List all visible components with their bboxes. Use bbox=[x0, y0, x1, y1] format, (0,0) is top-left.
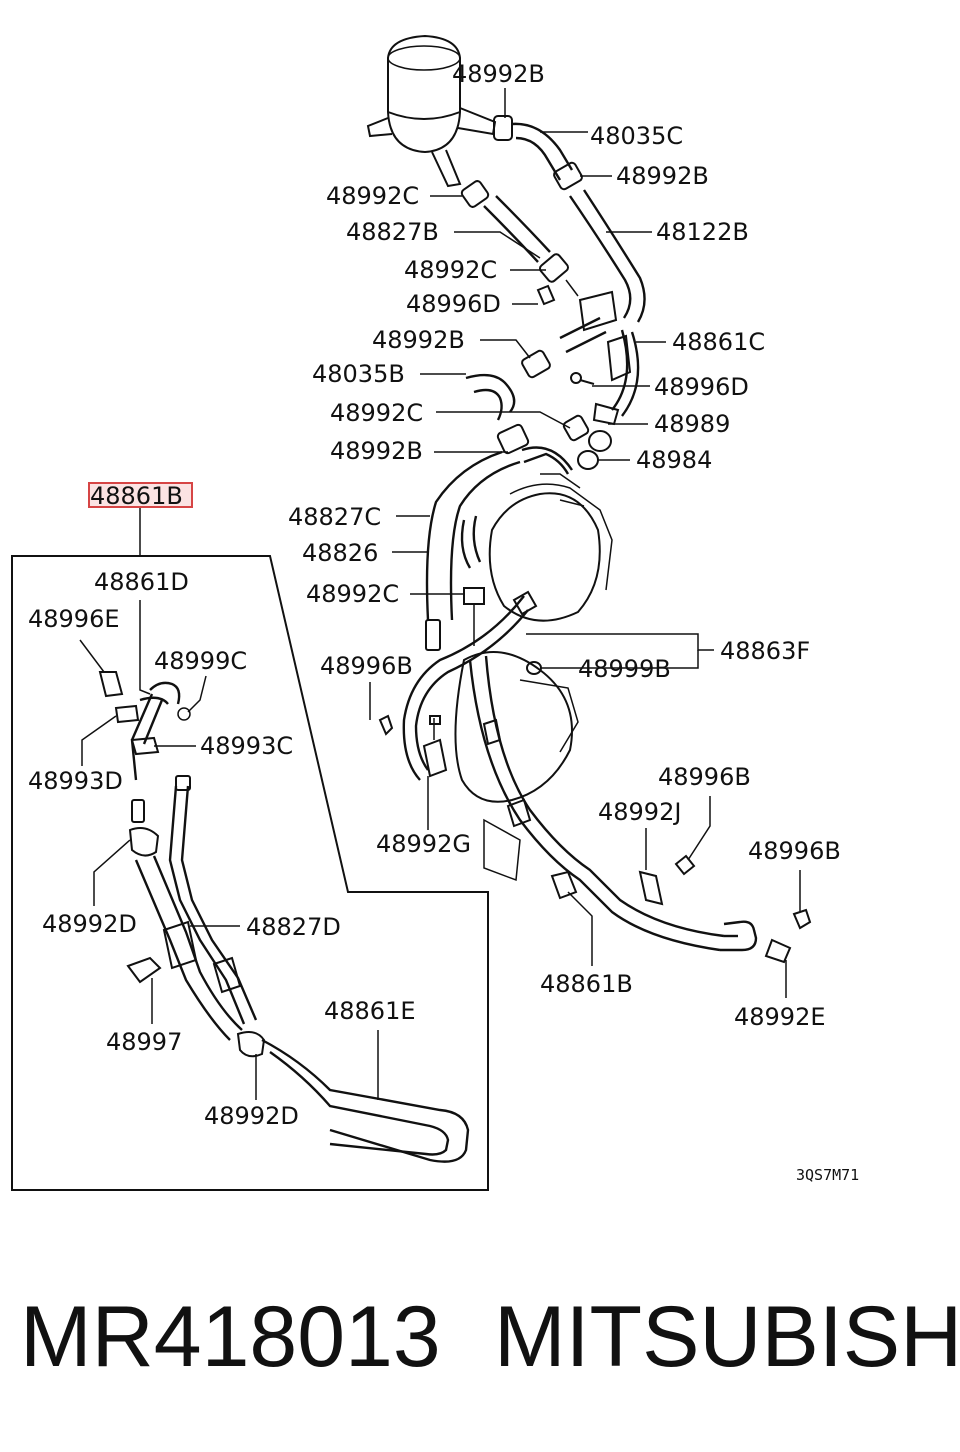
label-48035C: 48035C bbox=[590, 122, 683, 150]
label-48861E: 48861E bbox=[324, 997, 416, 1025]
label-48861C: 48861C bbox=[672, 328, 765, 356]
label-48996D: 48996D bbox=[654, 373, 749, 401]
label-48861D: 48861D bbox=[94, 568, 189, 596]
leader-lines bbox=[79, 88, 801, 1100]
label-48996B: 48996B bbox=[658, 763, 751, 791]
oil-reservoir bbox=[366, 34, 497, 188]
part-labels: 48992B 48035C 48992B 48992C 48827B 48122… bbox=[28, 60, 859, 1184]
label-48861B-selected[interactable]: 48861B bbox=[90, 482, 183, 510]
label-48996E: 48996E bbox=[28, 605, 120, 633]
label-48827B: 48827B bbox=[346, 218, 439, 246]
label-48992E: 48992E bbox=[734, 1003, 826, 1031]
label-48996D: 48996D bbox=[406, 290, 501, 318]
label-48992C: 48992C bbox=[306, 580, 399, 608]
upper-hoses bbox=[460, 115, 646, 470]
label-48997: 48997 bbox=[106, 1028, 182, 1056]
label-48826: 48826 bbox=[302, 539, 378, 567]
label-48992C: 48992C bbox=[330, 399, 423, 427]
label-48035B: 48035B bbox=[312, 360, 405, 388]
detail-box bbox=[11, 508, 489, 1191]
label-48992B: 48992B bbox=[452, 60, 545, 88]
label-48827D: 48827D bbox=[246, 913, 341, 941]
label-48992B: 48992B bbox=[330, 437, 423, 465]
label-48992D: 48992D bbox=[204, 1102, 299, 1130]
selected-part-highlight bbox=[88, 482, 193, 508]
diagram-code: 3QS7M71 bbox=[796, 1166, 859, 1184]
brand-name: MITSUBISHI bbox=[494, 1289, 960, 1385]
label-48861B: 48861B bbox=[540, 970, 633, 998]
label-48993C: 48993C bbox=[200, 732, 293, 760]
label-48999C: 48999C bbox=[154, 647, 247, 675]
label-48992D: 48992D bbox=[42, 910, 137, 938]
label-48827C: 48827C bbox=[288, 503, 381, 531]
label-48863F: 48863F bbox=[720, 637, 810, 665]
label-48984: 48984 bbox=[636, 446, 712, 474]
footer: MR418013 MITSUBISHI bbox=[20, 1289, 960, 1385]
part-number: MR418013 bbox=[20, 1289, 441, 1385]
label-48996B: 48996B bbox=[748, 837, 841, 865]
label-48999B: 48999B bbox=[578, 655, 671, 683]
label-48992C: 48992C bbox=[326, 182, 419, 210]
label-48122B: 48122B bbox=[656, 218, 749, 246]
label-48996B: 48996B bbox=[320, 652, 413, 680]
label-48992C: 48992C bbox=[404, 256, 497, 284]
label-48992B: 48992B bbox=[372, 326, 465, 354]
label-48989: 48989 bbox=[654, 410, 730, 438]
label-48992G: 48992G bbox=[376, 830, 471, 858]
label-48993D: 48993D bbox=[28, 767, 123, 795]
label-48992J: 48992J bbox=[598, 798, 681, 826]
pump-assembly bbox=[378, 423, 812, 964]
label-48992B: 48992B bbox=[616, 162, 709, 190]
